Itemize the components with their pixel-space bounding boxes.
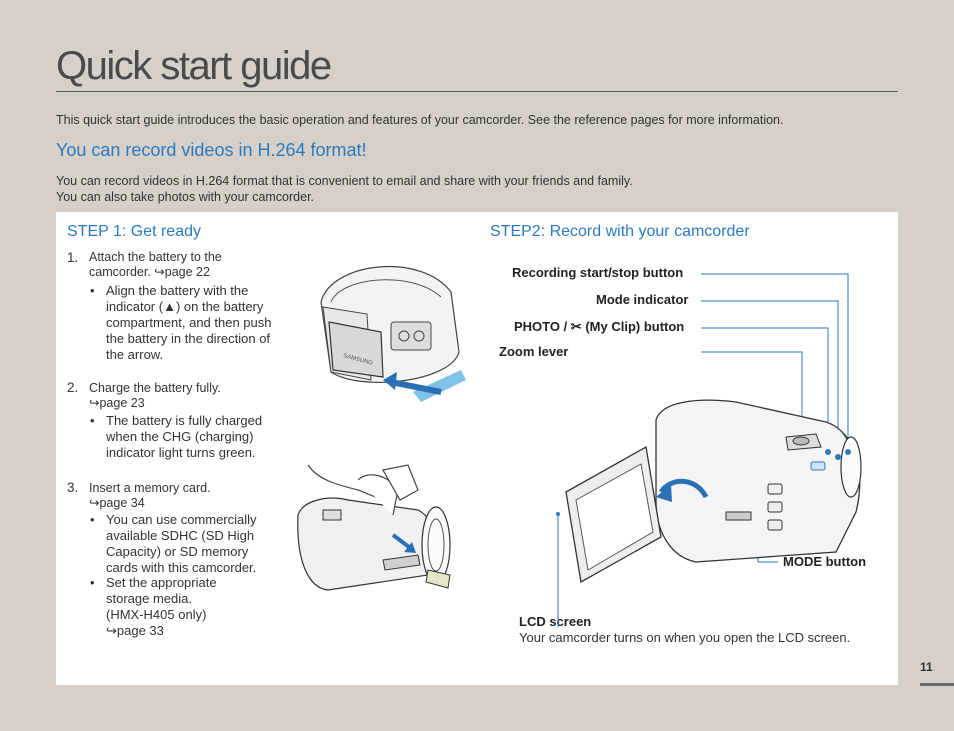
memory-card-illustration	[297, 464, 451, 591]
page-number-bar	[920, 683, 954, 686]
step1-title: STEP 1: Get ready	[67, 223, 201, 240]
step1-item1-bullet: • Align the battery with the indicator (…	[90, 283, 272, 363]
bullet-line: when the CHG (charging)	[106, 429, 254, 444]
step1-item3-number: 3.	[67, 480, 79, 495]
step1-item1-number: 1.	[67, 250, 79, 265]
bullet-line: the arrow.	[106, 347, 164, 362]
step1-item2-bullet: • The battery is fully charged when the …	[90, 413, 263, 461]
intro-text: This quick start guide introduces the ba…	[56, 113, 784, 127]
bullet-line: Align the battery with the	[106, 283, 249, 298]
bullet-line: Set the appropriate	[106, 575, 217, 590]
step1-item3-bullet: • Set the appropriate storage media. (HM…	[90, 575, 217, 639]
step-text-line: Insert a memory card.	[89, 481, 211, 495]
intro-paragraph-line: You can record videos in H.264 format th…	[56, 174, 633, 188]
callout-record-button: Recording start/stop button	[512, 265, 684, 280]
page-title: Quick start guide	[56, 44, 332, 88]
bullet-line: available SDHC (SD High	[106, 528, 255, 543]
intro-paragraph: You can record videos in H.264 format th…	[56, 173, 633, 205]
camcorder-open-lcd-illustration	[556, 273, 862, 627]
steps-panel: STEP 1: Get ready 1. Attach the battery …	[56, 212, 898, 685]
step1-item3-text: Insert a memory card. ↪page 34	[89, 481, 211, 511]
bullet-line: Capacity) or SD memory	[106, 544, 249, 559]
bullet-dot-icon: •	[90, 512, 95, 527]
step1-item2-number: 2.	[67, 380, 79, 395]
step1-item2-text: Charge the battery fully. ↪page 23	[89, 381, 221, 411]
callout-mode-indicator: Mode indicator	[596, 292, 689, 307]
step-text-line: Attach the battery to the	[89, 250, 222, 264]
bullet-line: cards with this camcorder.	[106, 560, 257, 575]
title-divider	[56, 91, 898, 92]
bullet-dot-icon: •	[90, 575, 95, 590]
step-text-line: ↪page 23	[89, 396, 145, 410]
page-number: 11	[920, 660, 933, 674]
bullet-line: You can use commercially	[106, 512, 257, 527]
callout-lcd-screen: LCD screen	[519, 614, 592, 629]
step-text-line: ↪page 34	[89, 496, 145, 510]
bullet-dot-icon: •	[90, 413, 95, 428]
lcd-screen-description: Your camcorder turns on when you open th…	[519, 630, 851, 645]
bullet-line: the battery in the direction of	[106, 331, 271, 346]
bullet-line: indicator (▲) on the battery	[106, 299, 264, 314]
step2-title: STEP2: Record with your camcorder	[490, 223, 750, 240]
intro-paragraph-line: You can also take photos with your camco…	[56, 190, 315, 204]
battery-camcorder-illustration: SAMSUNG	[320, 265, 466, 402]
callout-mode-button: MODE button	[783, 554, 867, 569]
bullet-line: storage media.	[106, 591, 192, 606]
step1-item3-bullet: • You can use commercially available SDH…	[90, 512, 257, 576]
bullet-line: ↪page 33	[106, 623, 164, 638]
bullet-line: compartment, and then push	[106, 315, 272, 330]
callout-photo-button: PHOTO / ✂ (My Clip) button	[514, 319, 685, 334]
step1-item1-text: Attach the battery to the camcorder. ↪pa…	[89, 250, 222, 280]
section-subheading: You can record videos in H.264 format!	[56, 140, 367, 160]
bullet-line: The battery is fully charged	[106, 413, 263, 428]
bullet-line: indicator light turns green.	[106, 445, 256, 460]
bullet-dot-icon: •	[90, 283, 95, 298]
step-text-line: camcorder. ↪page 22	[89, 265, 210, 279]
callout-zoom-lever: Zoom lever	[499, 344, 569, 359]
bullet-line: (HMX-H405 only)	[106, 607, 207, 622]
step-text-line: Charge the battery fully.	[89, 381, 221, 395]
